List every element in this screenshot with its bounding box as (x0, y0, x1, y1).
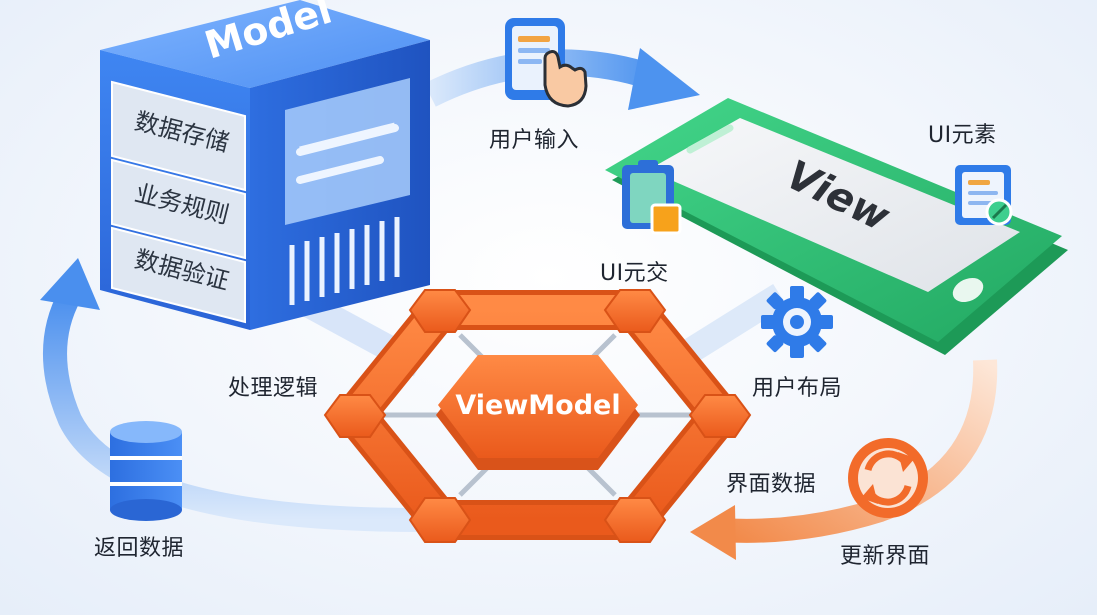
arrow-return-to-model (40, 258, 421, 532)
viewmodel-title: ViewModel (455, 390, 620, 421)
label-ui-elements: UI元素 (928, 123, 997, 148)
refresh-icon (848, 438, 928, 518)
label-user-input: 用户输入 (489, 128, 580, 153)
tablet-tap-icon (505, 18, 588, 108)
label-user-layout: 用户布局 (752, 376, 843, 401)
clipboard-icon (622, 160, 682, 235)
document-pen-icon (955, 165, 1013, 226)
view-phone (605, 98, 1068, 355)
label-return-data: 返回数据 (94, 536, 185, 561)
label-update-interface: 更新界面 (840, 544, 931, 569)
label-processing-logic: 处理逻辑 (228, 376, 319, 401)
gear-icon (761, 286, 833, 358)
viewmodel-hex (323, 289, 752, 543)
database-icon (110, 421, 182, 521)
model-cube (100, 0, 430, 330)
label-interface-data: 界面数据 (726, 472, 817, 497)
label-ui-interaction: UI元交 (600, 261, 669, 286)
